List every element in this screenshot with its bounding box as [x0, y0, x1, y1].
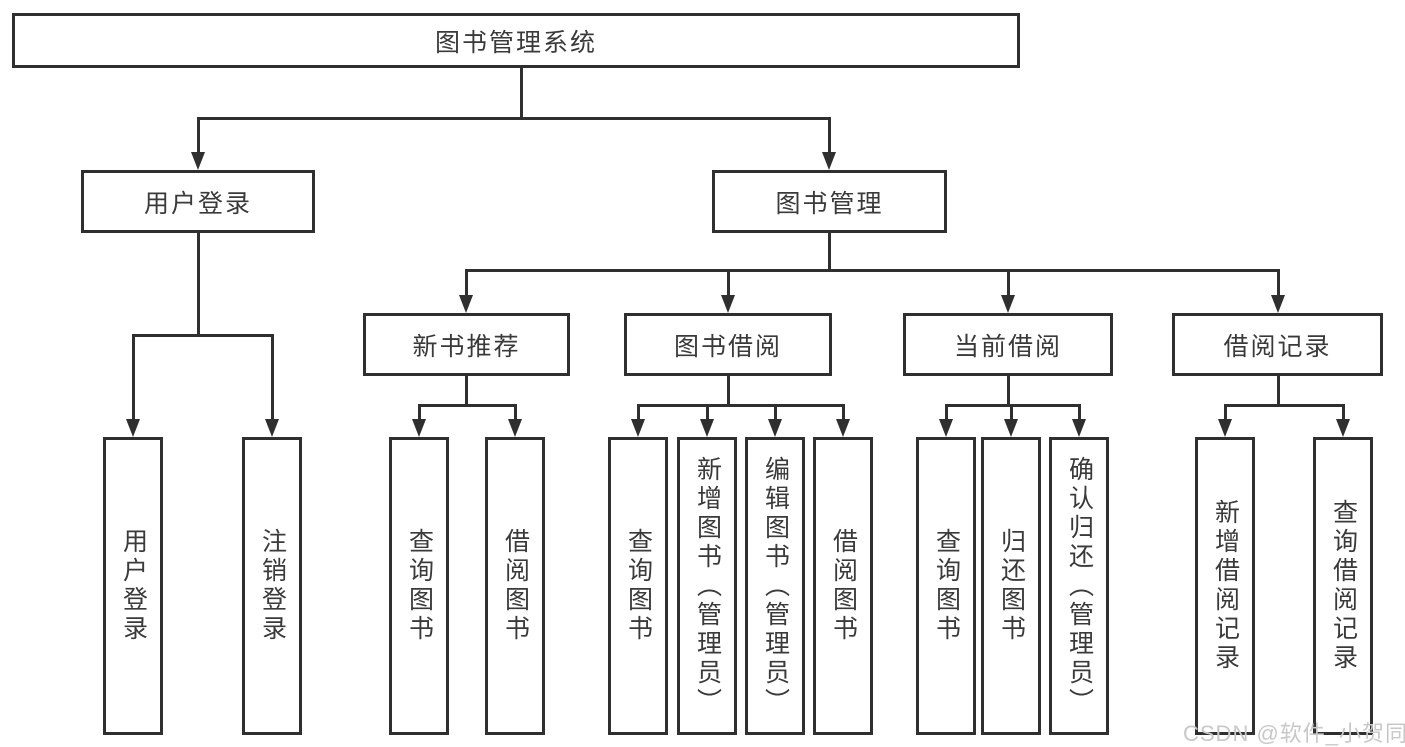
node-label: 图书借阅: [673, 332, 782, 361]
arrow-down-icon: [191, 152, 205, 170]
node-label: 用户登录: [143, 189, 252, 218]
connector-line: [197, 117, 200, 154]
leaf-label: 归还图书: [997, 528, 1026, 644]
connector-line: [465, 269, 1280, 272]
node-label: 图书管理: [775, 189, 884, 218]
csdn-watermark: CSDN @软件_小贺同学: [1183, 721, 1405, 746]
leaf-label: 编辑图书（管理员）: [761, 455, 790, 717]
connector-line: [727, 376, 730, 407]
connector-line: [197, 117, 830, 120]
arrow-down-icon: [836, 419, 850, 437]
leaf-user-login: 用户登录: [103, 437, 163, 735]
connector-line: [1010, 404, 1013, 421]
connector-line: [637, 404, 845, 407]
connector-line: [418, 404, 421, 421]
node-new-book-recommendation: 新书推荐: [363, 313, 570, 376]
connector-line: [1224, 404, 1227, 421]
leaf-query-books-recommend: 查询图书: [389, 437, 449, 735]
leaf-label: 查询图书: [405, 528, 434, 644]
leaf-return-books: 归还图书: [981, 437, 1041, 735]
connector-line: [465, 269, 468, 297]
arrow-down-icon: [1004, 419, 1018, 437]
connector-line: [1342, 404, 1345, 421]
leaf-logout: 注销登录: [242, 437, 302, 735]
connector-line: [1078, 404, 1081, 421]
node-label: 新书推荐: [412, 332, 521, 361]
connector-line: [828, 117, 831, 154]
leaf-label: 确认归还（管理员）: [1065, 455, 1094, 717]
arrow-down-icon: [1218, 419, 1232, 437]
connector-line: [828, 232, 831, 272]
leaf-borrow-books: 借阅图书: [813, 437, 873, 735]
leaf-add-books-admin: 新增图书（管理员）: [677, 437, 737, 735]
arrow-down-icon: [631, 419, 645, 437]
connector-line: [727, 269, 730, 297]
leaf-query-books-current: 查询图书: [916, 437, 976, 735]
connector-line: [1277, 269, 1280, 297]
arrow-down-icon: [459, 295, 473, 313]
connector-line: [418, 404, 517, 407]
connector-line: [1277, 376, 1280, 407]
arrow-down-icon: [1336, 419, 1350, 437]
connector-line: [132, 334, 273, 337]
leaf-label: 查询图书: [932, 528, 961, 644]
leaf-label: 借阅图书: [501, 528, 530, 644]
leaf-query-books-borrow: 查询图书: [608, 437, 668, 735]
node-book-borrowing: 图书借阅: [624, 313, 832, 376]
leaf-confirm-return-admin: 确认归还（管理员）: [1049, 437, 1109, 735]
arrow-down-icon: [939, 419, 953, 437]
connector-line: [945, 404, 948, 421]
leaf-label: 新增图书（管理员）: [693, 455, 722, 717]
leaf-label: 借阅图书: [829, 528, 858, 644]
node-label: 借阅记录: [1223, 332, 1332, 361]
connector-line: [1007, 269, 1010, 297]
connector-line: [271, 334, 274, 421]
node-borrowing-records: 借阅记录: [1172, 313, 1383, 376]
connector-line: [706, 404, 709, 421]
arrow-down-icon: [1001, 295, 1015, 313]
connector-line: [514, 404, 517, 421]
arrow-down-icon: [700, 419, 714, 437]
connector-line: [1224, 404, 1345, 407]
node-book-management: 图书管理: [712, 170, 947, 233]
arrow-down-icon: [412, 419, 426, 437]
node-root-book-management-system: 图书管理系统: [12, 13, 1020, 68]
arrow-down-icon: [822, 152, 836, 170]
arrow-down-icon: [508, 419, 522, 437]
leaf-label: 查询借阅记录: [1329, 499, 1358, 673]
arrow-down-icon: [721, 295, 735, 313]
connector-line: [197, 232, 200, 336]
arrow-down-icon: [1271, 295, 1285, 313]
leaf-query-borrow-record: 查询借阅记录: [1313, 437, 1373, 735]
node-label: 图书管理系统: [434, 28, 597, 57]
node-current-borrowing: 当前借阅: [903, 313, 1113, 376]
leaf-borrow-books-recommend: 借阅图书: [485, 437, 545, 735]
leaf-label: 新增借阅记录: [1211, 499, 1240, 673]
leaf-edit-books-admin: 编辑图书（管理员）: [745, 437, 805, 735]
leaf-label: 查询图书: [624, 528, 653, 644]
leaf-label: 用户登录: [119, 528, 148, 644]
arrow-down-icon: [1072, 419, 1086, 437]
connector-line: [637, 404, 640, 421]
connector-line: [1007, 376, 1010, 407]
leaf-add-borrow-record: 新增借阅记录: [1195, 437, 1255, 735]
arrow-down-icon: [265, 419, 279, 437]
connector-line: [842, 404, 845, 421]
node-user-login: 用户登录: [81, 170, 315, 233]
connector-line: [132, 334, 135, 421]
connector-line: [465, 376, 468, 407]
leaf-label: 注销登录: [258, 528, 287, 644]
arrow-down-icon: [768, 419, 782, 437]
node-label: 当前借阅: [953, 332, 1062, 361]
connector-line: [520, 67, 523, 118]
connector-line: [774, 404, 777, 421]
arrow-down-icon: [126, 419, 140, 437]
